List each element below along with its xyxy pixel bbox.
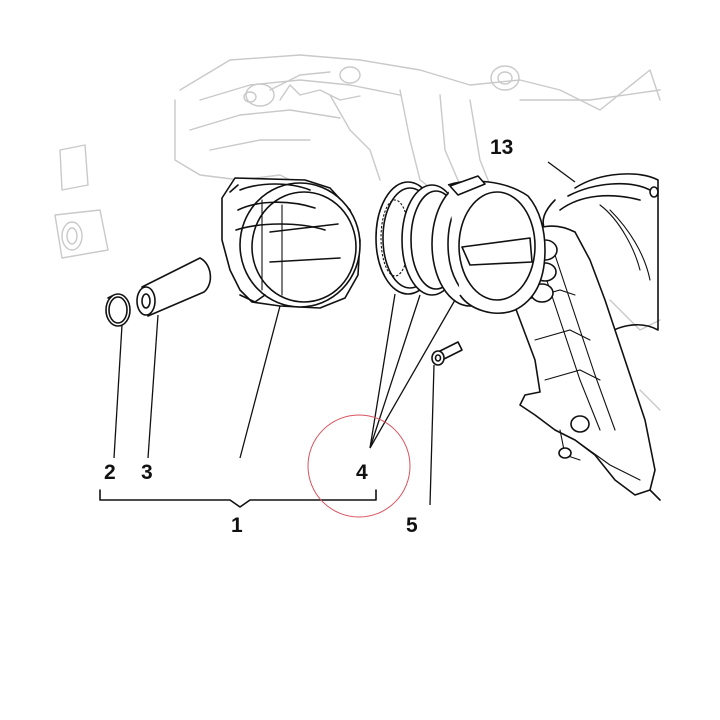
- part-1-piston: [221, 177, 361, 309]
- part-5-screw: [431, 341, 463, 366]
- part-4-piston-rings: [375, 175, 546, 314]
- leader-2: [113, 324, 123, 459]
- part-13-cover: [542, 173, 659, 341]
- leader-5: [429, 364, 435, 506]
- part-2-circlip: [105, 293, 131, 327]
- leader-lines: [113, 161, 576, 506]
- callout-2: 2: [104, 461, 116, 484]
- engine-block-background: [54, 54, 661, 411]
- callout-4: 4: [356, 461, 368, 484]
- leader-3: [147, 314, 159, 459]
- leader-4c: [369, 299, 456, 449]
- part-3-piston-pin: [136, 257, 212, 317]
- callout-13: 13: [490, 136, 513, 159]
- leader-13: [547, 161, 576, 183]
- leader-4a: [369, 293, 396, 449]
- callout-5: 5: [406, 514, 418, 537]
- callout-1: 1: [231, 514, 243, 537]
- group-bracket: [99, 489, 377, 508]
- callout-3: 3: [141, 461, 153, 484]
- leader-4b: [369, 294, 421, 449]
- leader-1: [239, 305, 281, 459]
- highlight-circle: [307, 414, 411, 518]
